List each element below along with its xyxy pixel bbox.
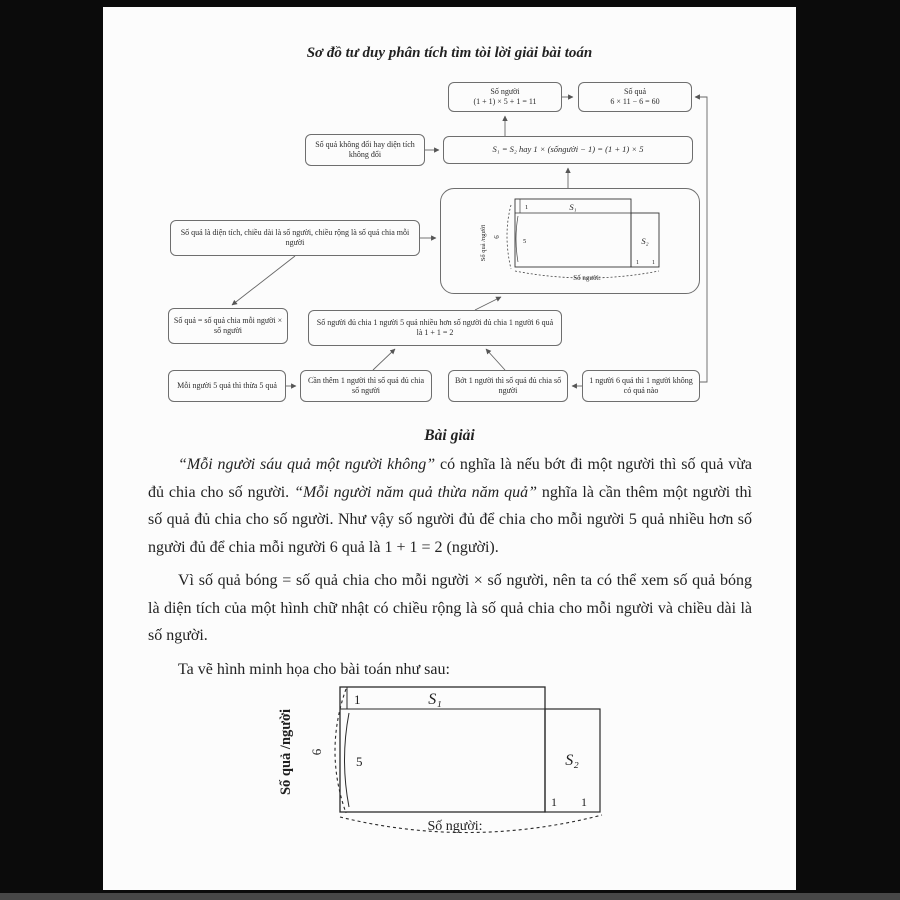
rectangle-figure-svg: Số quả /người 6 1 S₁ 5 S₂ 1 1 Số người: [278,686,603,834]
solution-text: “Mỗi người sáu quả một người không” có n… [148,451,752,689]
mini-five-label: 5 [523,238,526,245]
quoted-phrase-2: “Mỗi người năm quả thừa năm quả” [294,483,538,501]
quoted-phrase-1: “Mỗi người sáu quả một người không” [178,456,436,473]
flow-box-cong-thuc: Số quả = số quả chia mỗi người × số ngườ… [168,308,288,344]
flow-box-bot-1: Bớt 1 người thì số quả đủ chia số người [448,370,568,402]
mini-one-a-label: 1 [636,260,639,266]
figure-one-b-label: 1 [581,795,587,809]
figure-one-a-label: 1 [551,795,557,809]
solution-heading: Bài giải [424,427,475,444]
mini-y-axis-label: Số quả /người [480,225,487,262]
figure-s2-label: S₂ [565,752,579,769]
paragraph-1: “Mỗi người sáu quả một người không” có n… [148,451,752,561]
mini-figure-svg: Số quả /người 6 1 S₁ 5 S₂ 1 1 Số người: [480,198,660,282]
flow-box-khong-doi: Số quả không đổi hay diện tích không đổi [305,134,425,166]
figure-one-label: 1 [354,692,361,707]
page-title: Sơ đồ tư duy phân tích tìm tòi lời giải … [306,45,593,61]
photo-frame-edge [0,893,900,900]
figure-six-label: 6 [309,748,324,755]
figure-s1-label: S₁ [428,691,442,708]
flow-box-dien-tich: Số quả là diện tích, chiều dài là số ngư… [170,220,420,256]
mind-map-diagram: Số người (1 + 1) × 5 + 1 = 11 Số quả 6 ×… [145,71,710,409]
flow-box-thua-5: Mỗi người 5 quả thì thừa 5 quả [168,370,286,402]
paragraph-2: Vì số quả bóng = số quả chia cho mỗi ngư… [148,572,752,645]
mini-one-b-label: 1 [652,260,655,266]
figure-x-axis-label: Số người: [427,819,482,834]
flow-box-so-sanh: Số người đủ chia 1 người 5 quả nhiều hơn… [308,310,562,346]
mini-x-axis-label: Số người: [573,274,601,282]
mini-one-label: 1 [525,204,528,211]
flow-box-line: Số quả [624,86,646,96]
flow-box-line: (1 + 1) × 5 + 1 = 11 [473,97,537,106]
figure-y-axis-label: Số quả /người [278,709,294,795]
flow-box-so-qua: Số quả 6 × 11 − 6 = 60 [578,82,692,112]
flow-box-so-nguoi: Số người (1 + 1) × 5 + 1 = 11 [448,82,562,112]
figure-five-label: 5 [356,754,363,769]
paragraph-1-text-b: nghĩa là cần thêm một người thì số quả đ… [148,483,752,556]
flow-box-line: Số người [490,86,520,96]
paragraph-1-text-a: có nghĩa là nếu bớt đi một người thì số … [148,456,753,501]
flow-box-equation: S₁ = S₂ hay 1 × (sốngười − 1) = (1 + 1) … [443,136,693,164]
mini-six-label: 6 [493,235,501,239]
rectangle-figure: Số quả /người 6 1 S₁ 5 S₂ 1 1 Số người: [270,667,620,862]
flow-box-can-them: Cần thêm 1 người thì số quả đủ chia số n… [300,370,432,402]
connector-lines [231,94,708,389]
mini-s2-label: S₂ [641,236,648,246]
flow-box-khong-qua: 1 người 6 quả thì 1 người không có quả n… [582,370,700,402]
scanned-page: Sơ đồ tư duy phân tích tìm tòi lời giải … [103,7,796,890]
mini-s1-label: S₁ [569,202,576,212]
paragraph-3: Ta vẽ hình minh họa cho bài toán như sau… [178,660,450,678]
mini-figure-box: Số quả /người 6 1 S₁ 5 S₂ 1 1 Số người: [440,188,700,294]
flow-box-line: 6 × 11 − 6 = 60 [610,97,660,106]
